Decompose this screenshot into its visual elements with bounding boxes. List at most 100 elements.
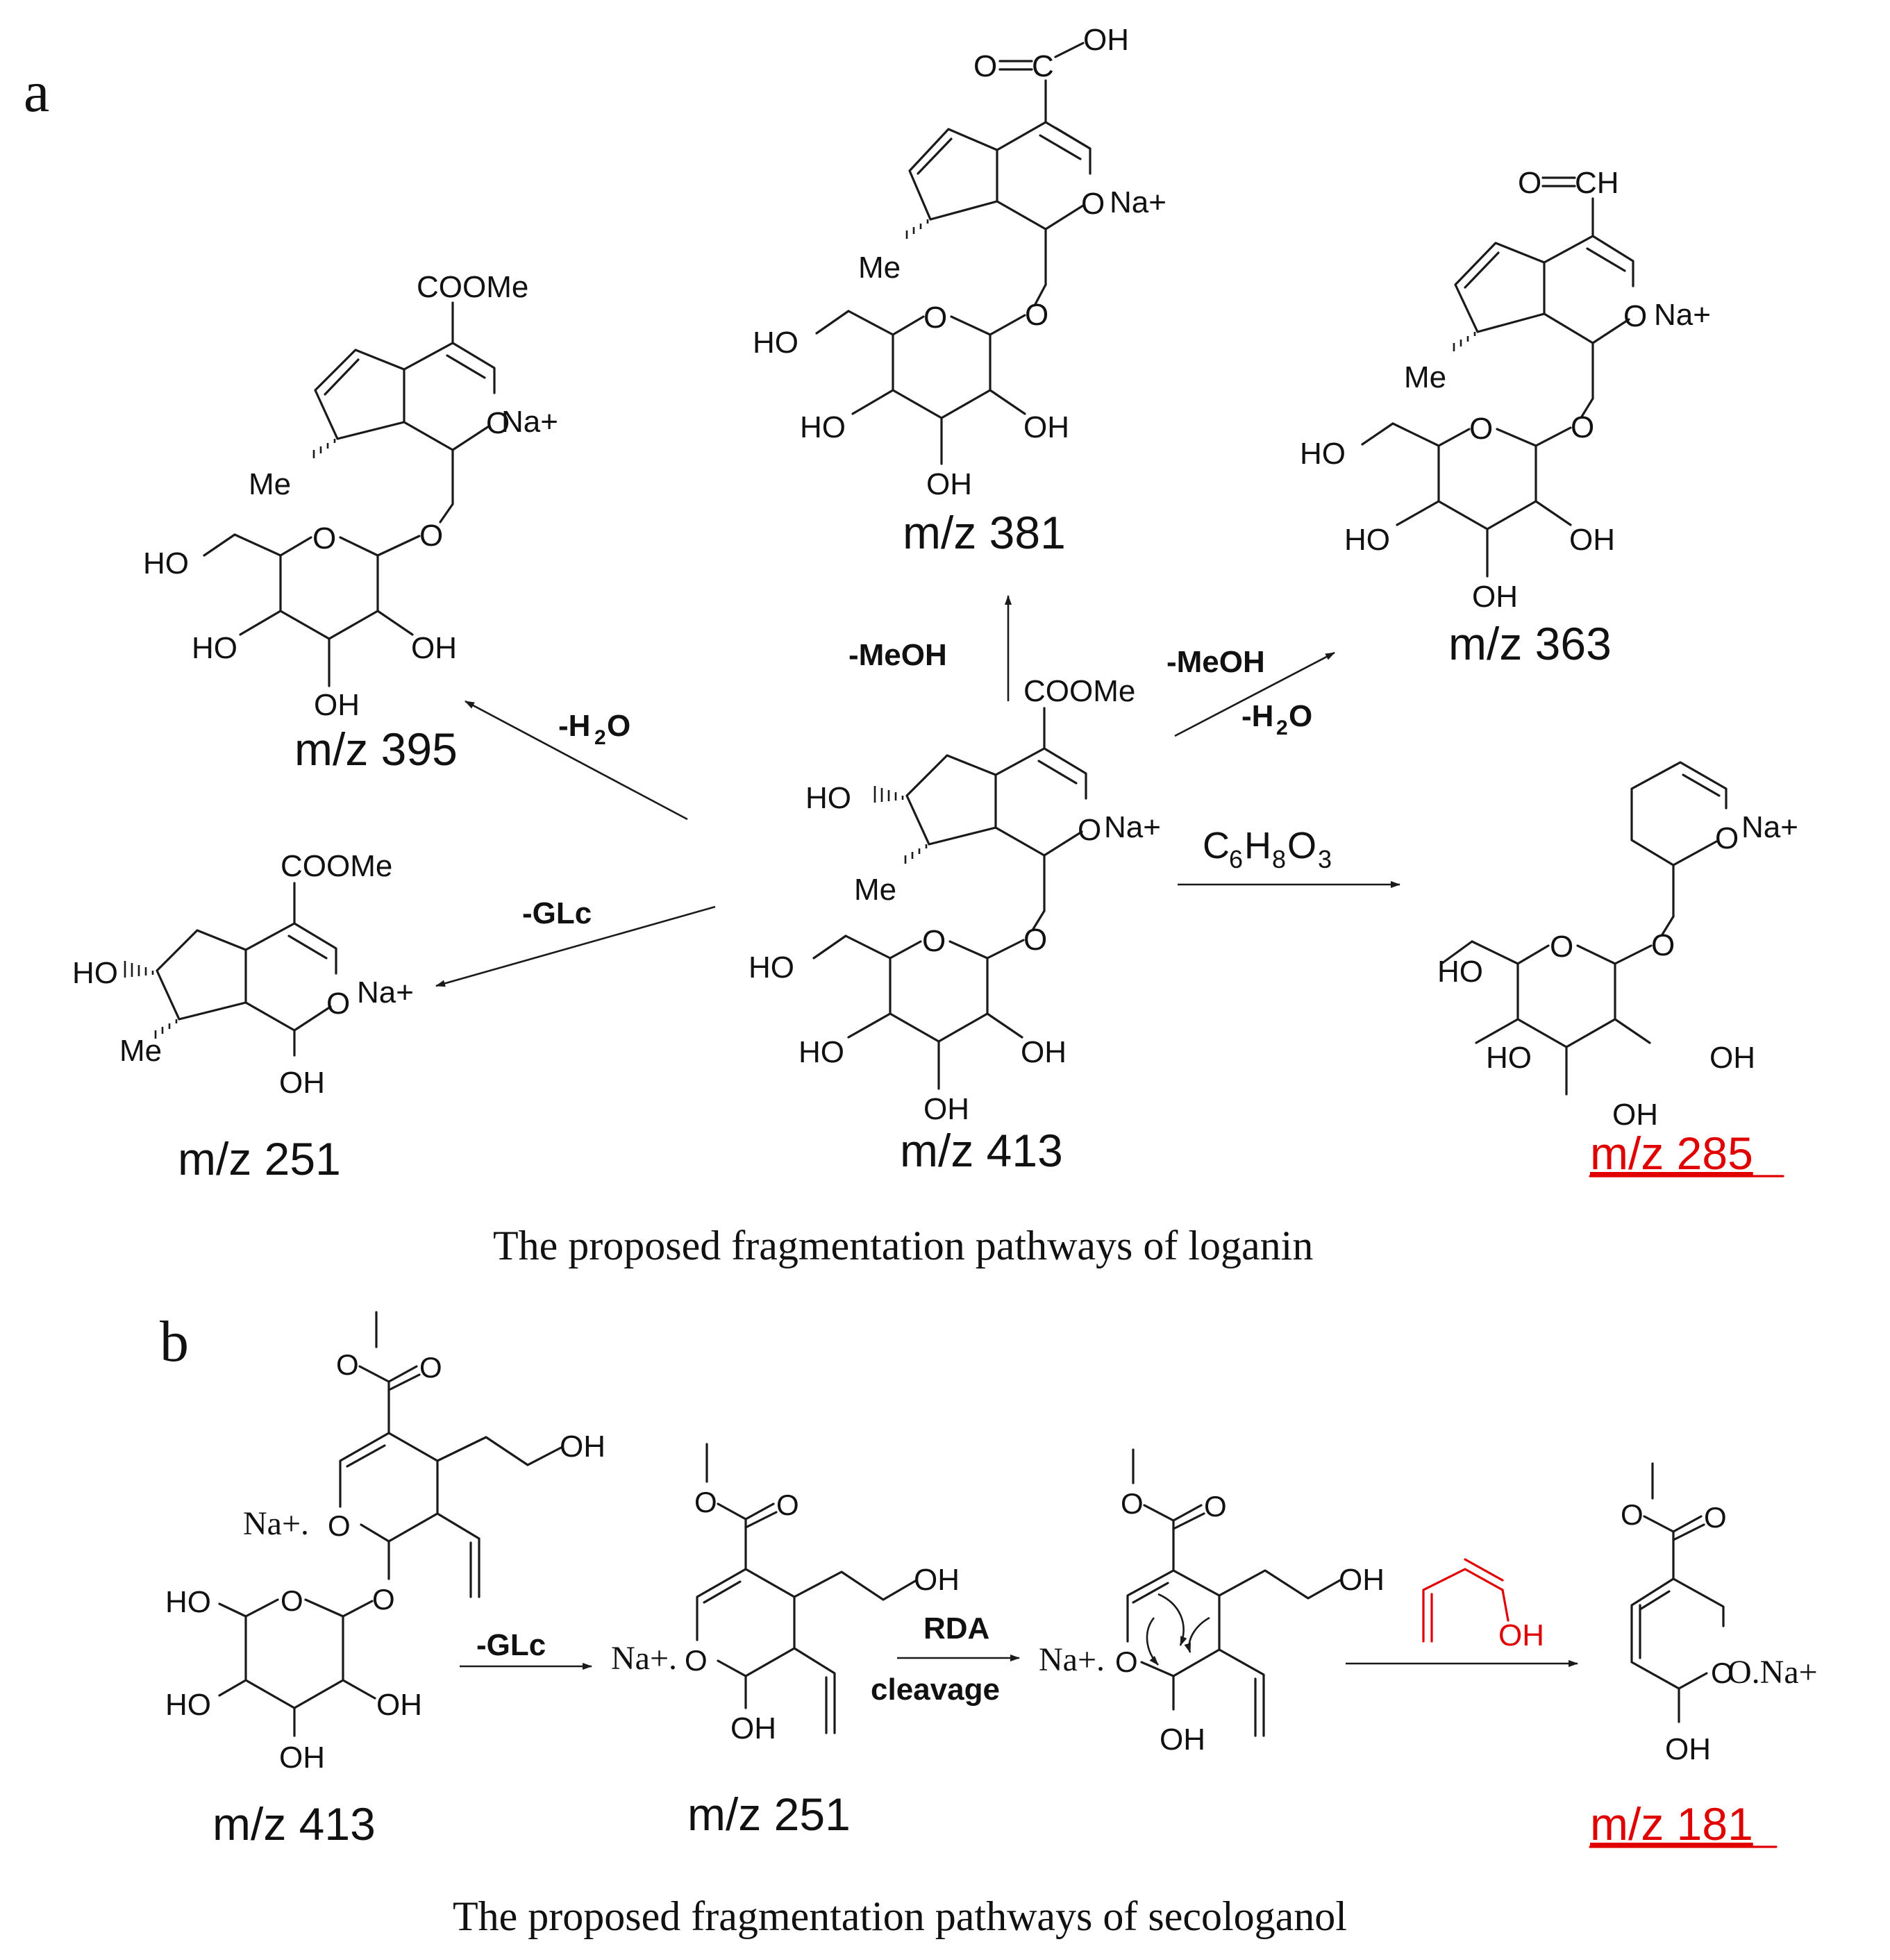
ester-o-251b: O (694, 1486, 717, 1518)
sugar-oh-3-395: OH (314, 688, 360, 722)
sugar-oh-2-413: OH (1021, 1035, 1067, 1069)
structure-mz251-a: COOMe O Na+ HO Me OH (72, 849, 414, 1100)
sodium-label-363: Na+ (1654, 298, 1711, 332)
anomeric-oh-181: OH (1665, 1732, 1711, 1766)
arrow-to-395 (465, 700, 688, 821)
sugar-ho-6-395: HO (143, 546, 189, 580)
glycosidic-o-395: O (419, 519, 443, 553)
methyl-label-395: Me (249, 467, 291, 501)
sugar-ho-6-413: HO (749, 950, 794, 985)
structure-mz413-secologanol: O O O Na+. OH O O HO HO OH OH (165, 1311, 605, 1775)
mz-363-label: m/z 363 (1448, 618, 1612, 669)
svg-text:-H: -H (558, 709, 590, 743)
sugar-oh-2-413b: OH (376, 1688, 422, 1722)
sugar-ho-4: HO (800, 410, 846, 444)
cond-rda: RDA (923, 1611, 989, 1645)
sugar-oh-3-413: OH (923, 1092, 969, 1126)
structure-mz413-loganin: COOMe O Na+ HO Me O O HO HO OH OH (749, 674, 1161, 1126)
carbonyl-o-ts: O (1204, 1490, 1227, 1523)
svg-text:-H: -H (1241, 699, 1273, 733)
sugar-ho-6-363: HO (1300, 437, 1346, 471)
hydroxyl-413b: OH (560, 1430, 605, 1464)
sugar-oh-3-413b: OH (279, 1741, 325, 1775)
cond-meoh-right: -MeOH (1166, 645, 1265, 679)
ester-o-181: O (1621, 1498, 1644, 1531)
svg-text:2: 2 (594, 726, 606, 749)
ho-aglycone-413: HO (805, 781, 851, 815)
glycosidic-o: O (1025, 298, 1048, 332)
hydroxyl-251b: OH (914, 1563, 960, 1597)
methyl-label-251a: Me (119, 1034, 162, 1068)
svg-text:O: O (607, 709, 630, 743)
sugar-oh-3: OH (926, 467, 972, 501)
methyl-label-413: Me (854, 873, 896, 907)
ring-o-395: O (486, 406, 510, 440)
structure-diene-loss: OH (1422, 1558, 1544, 1652)
aldehyde-o: O (1518, 166, 1541, 200)
mz-413-b-label: m/z 413 (212, 1798, 376, 1850)
cond-cleavage: cleavage (871, 1673, 1000, 1707)
sodium-label-413: Na+ (1104, 810, 1161, 844)
cond-h2o-left: -H 2 O (558, 709, 630, 749)
hydroxyl-ts: OH (1339, 1563, 1385, 1597)
loss-oh-label: OH (1498, 1618, 1544, 1652)
sugar-ring-o-413: O (922, 924, 946, 958)
methyl-label-363: Me (1404, 360, 1446, 394)
svg-text:2: 2 (1276, 717, 1288, 739)
structure-mz181: O O O O.Na+ OH (1621, 1462, 1818, 1766)
sugar-ho-4-413b: HO (165, 1688, 211, 1722)
aldehyde-ch: CH (1575, 166, 1619, 200)
sugar-ring-o: O (923, 301, 947, 335)
carbonyl-o-413b: O (419, 1351, 442, 1384)
sugar-ho-4-285: HO (1486, 1041, 1532, 1075)
ester-o-ts: O (1121, 1487, 1144, 1520)
na-dot-413b: Na+. (243, 1505, 309, 1542)
ring-o-251b: O (685, 1644, 708, 1677)
sugar-ring-o-363: O (1469, 412, 1493, 446)
arrow-to-251a (435, 905, 716, 987)
sugar-oh-2: OH (1023, 410, 1069, 444)
svg-text:3: 3 (1318, 845, 1332, 873)
caption-b: The proposed fragmentation pathways of s… (453, 1893, 1347, 1939)
sugar-oh-3-285: OH (1612, 1098, 1658, 1132)
carbonyl-o-181: O (1704, 1501, 1727, 1534)
svg-text:H: H (1244, 825, 1271, 866)
mz-181-label: m/z 181 (1590, 1798, 1753, 1850)
ring-o-363: O (1623, 299, 1647, 333)
acid-o: O (973, 49, 997, 83)
ring-o-413b: O (328, 1509, 351, 1542)
glycosidic-o-363: O (1571, 410, 1594, 444)
panel-a-letter: a (24, 60, 49, 124)
acid-c: C (1032, 49, 1054, 83)
glycosidic-o-413: O (1023, 923, 1047, 957)
glycosidic-o-285: O (1651, 928, 1675, 962)
sodium-label-285: Na+ (1741, 810, 1798, 844)
sugar-ho-4-413: HO (798, 1035, 844, 1069)
mz-395-label: m/z 395 (294, 723, 458, 775)
sugar-oh-2-285: OH (1709, 1041, 1755, 1075)
coome-label-395: COOMe (417, 270, 528, 304)
ring-o-413: O (1078, 813, 1101, 847)
na-dot-251b: Na+. (611, 1640, 677, 1677)
mz-251-b-label: m/z 251 (687, 1789, 851, 1840)
mz-251-a-label: m/z 251 (178, 1133, 341, 1184)
sugar-ring-o-285: O (1550, 930, 1573, 964)
sugar-ring-o-413b: O (281, 1584, 303, 1617)
structure-mz363: O CH O Na+ Me O O HO HO OH OH (1300, 166, 1711, 614)
na-dot-ts: Na+. (1039, 1641, 1105, 1678)
cond-h2o-right: -H 2 O (1241, 699, 1312, 739)
glycosidic-o-413b: O (372, 1583, 395, 1616)
carbonyl-o-251b: O (776, 1489, 799, 1521)
svg-text:O: O (1289, 699, 1312, 733)
caption-a: The proposed fragmentation pathways of l… (493, 1223, 1313, 1268)
arrow-to-363 (1174, 651, 1335, 737)
cond-formula: C 6 H 8 O 3 (1203, 825, 1332, 873)
anomeric-oh-251a: OH (279, 1066, 325, 1100)
ring-o-285: O (1715, 821, 1739, 855)
anomeric-oh-251b: OH (730, 1711, 776, 1745)
structure-mz381: O C OH O Na+ Me O O HO HO OH OH (753, 23, 1166, 501)
structure-mz285: O Na+ O O HO HO OH OH (1437, 761, 1798, 1132)
ring-o-181: O (1711, 1657, 1734, 1689)
ring-o: O (1081, 187, 1105, 221)
